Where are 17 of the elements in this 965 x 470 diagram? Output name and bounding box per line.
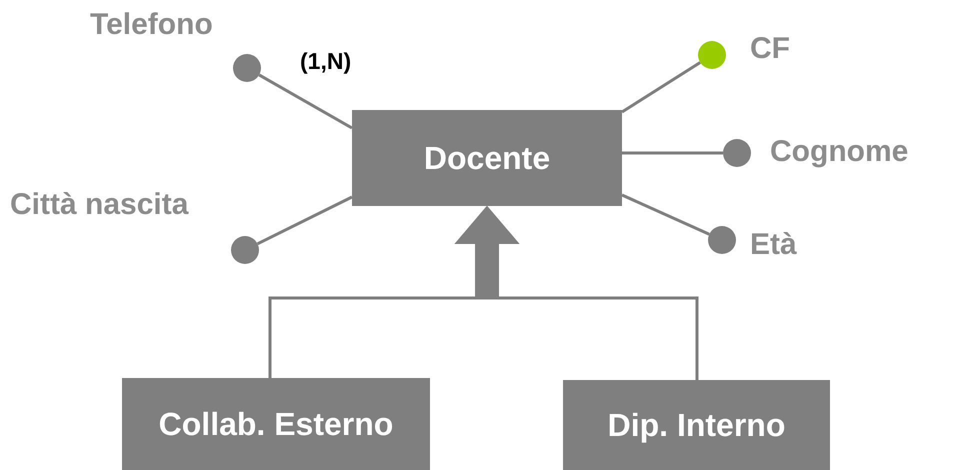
attribute-label: Città nascita [10,188,188,222]
generalization-line [268,296,487,378]
attribute-label: Cognome [770,135,908,169]
entity-box: Collab. Esterno [122,378,430,470]
cardinality-label: (1,N) [300,48,352,75]
entity-box: Docente [352,110,622,206]
attribute-label: Età [750,228,797,262]
attribute-line [256,196,353,246]
entity-box: Dip. Interno [563,380,830,470]
attribute-line [622,152,723,154]
attribute-line [621,61,701,114]
attribute-line [621,194,710,236]
generalization-line [487,296,698,380]
generalization-arrow [454,206,520,298]
attribute-label: CF [750,32,790,66]
attribute-line [258,74,353,130]
attribute-label: Telefono [90,8,213,42]
